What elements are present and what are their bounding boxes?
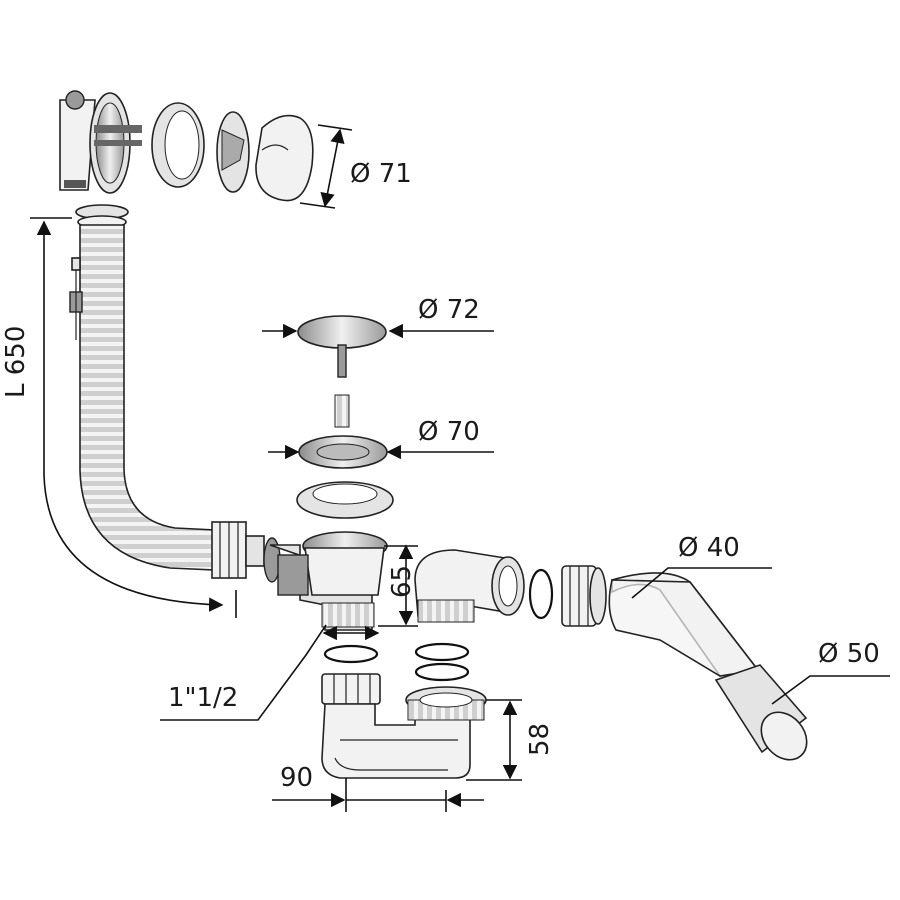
plug-diameter-label: Ø 72: [418, 295, 480, 325]
overflow-body: [59, 90, 96, 191]
pop-up-plug: [297, 315, 387, 378]
waste-body: [269, 531, 388, 631]
overflow-cover-cap: [255, 114, 314, 202]
pipe-diameter-label: Ø 50: [818, 639, 880, 669]
overflow-holder: [216, 111, 250, 193]
height-58-label: 58: [525, 723, 555, 756]
thread-size-label: 1"1/2: [168, 683, 238, 713]
waste-seal-ring: [296, 481, 394, 519]
overflow-seal-ring: [151, 102, 205, 188]
outlet-seal-ring: [528, 568, 554, 620]
trap-outlet-nut: [405, 686, 487, 721]
trap-seal-ring-right-2: [414, 662, 470, 682]
strainer-flange: [298, 435, 388, 469]
outlet-elbow: [414, 549, 525, 623]
trap-inlet-nut: [321, 673, 381, 705]
outlet-union-nut: [561, 565, 607, 627]
strainer-diameter-label: Ø 70: [418, 417, 480, 447]
plug-spring: [334, 394, 350, 428]
hose-length-label: L 650: [1, 326, 31, 398]
hose-coupling-nut: [211, 521, 281, 583]
height-65-label: 65: [387, 565, 417, 598]
outlet-pipe: [608, 572, 808, 761]
flexible-hose: [79, 224, 216, 571]
trap-seal-ring-left: [323, 644, 379, 664]
offset-90-label: 90: [280, 763, 313, 793]
trap-seal-ring-right: [414, 642, 470, 662]
cover-diameter-label: Ø 71: [350, 159, 412, 189]
outlet-diameter-label: Ø 40: [678, 533, 740, 563]
overflow-flange: [89, 92, 142, 194]
